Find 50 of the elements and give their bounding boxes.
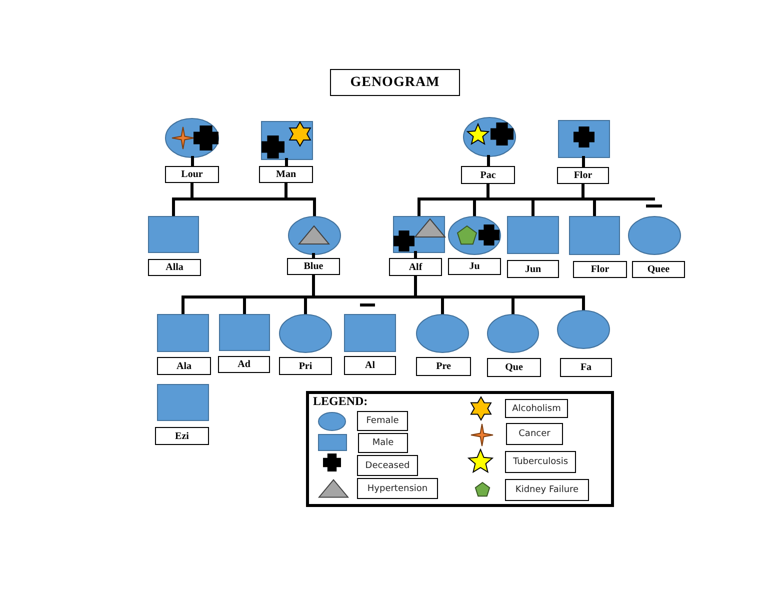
name-label: Jun bbox=[507, 260, 559, 278]
name-label: Man bbox=[259, 166, 313, 183]
name-label: Ezi bbox=[155, 427, 209, 445]
name-label: Blue bbox=[287, 258, 340, 275]
name-label: Al bbox=[344, 356, 396, 375]
connector-line bbox=[414, 274, 417, 298]
name-label: Que bbox=[487, 358, 541, 377]
name-label: Ala bbox=[157, 357, 211, 375]
connector-line bbox=[243, 296, 246, 316]
name-label: Ad bbox=[218, 356, 270, 373]
connector-line bbox=[304, 296, 307, 316]
connector-line bbox=[313, 198, 316, 218]
connector-line bbox=[418, 198, 420, 218]
connector-line bbox=[172, 198, 175, 218]
name-label: Lour bbox=[165, 166, 219, 183]
connector-line bbox=[182, 296, 184, 316]
name-label: Pre bbox=[416, 357, 471, 376]
name-label: Pac bbox=[461, 166, 515, 184]
legend-label: Alcoholism bbox=[505, 399, 568, 418]
legend-title: LEGEND: bbox=[313, 394, 368, 409]
connector-line bbox=[441, 296, 444, 316]
name-label: Pri bbox=[279, 357, 332, 375]
name-label: Fa bbox=[560, 358, 612, 377]
name-label: Ju bbox=[448, 258, 501, 275]
connector-line bbox=[532, 198, 534, 218]
connector-line bbox=[582, 296, 585, 312]
connector-line bbox=[182, 296, 585, 298]
name-label: Quee bbox=[632, 261, 685, 278]
connector-line bbox=[312, 274, 315, 298]
legend-label: Cancer bbox=[506, 423, 563, 445]
legend-label: Hypertension bbox=[357, 478, 438, 499]
name-label: Alf bbox=[389, 258, 442, 276]
legend-label: Female bbox=[357, 411, 408, 431]
connector-line bbox=[172, 198, 316, 200]
title: GENOGRAM bbox=[330, 69, 460, 96]
connector-line bbox=[593, 198, 596, 218]
connector-line bbox=[512, 296, 514, 316]
legend-label: Male bbox=[358, 433, 408, 453]
name-label: Flor bbox=[573, 261, 627, 278]
legend-label: Deceased bbox=[357, 455, 418, 476]
name-label: Flor bbox=[557, 167, 609, 184]
connector-line bbox=[284, 182, 288, 200]
connector-line bbox=[190, 182, 194, 200]
legend-label: Kidney Failure bbox=[505, 479, 589, 501]
legend-label: Tuberculosis bbox=[505, 451, 576, 473]
connector-line bbox=[582, 182, 584, 200]
connector-line bbox=[486, 182, 490, 200]
name-label: Alla bbox=[148, 259, 201, 276]
connector-line bbox=[418, 198, 596, 200]
connector-line bbox=[473, 198, 476, 218]
